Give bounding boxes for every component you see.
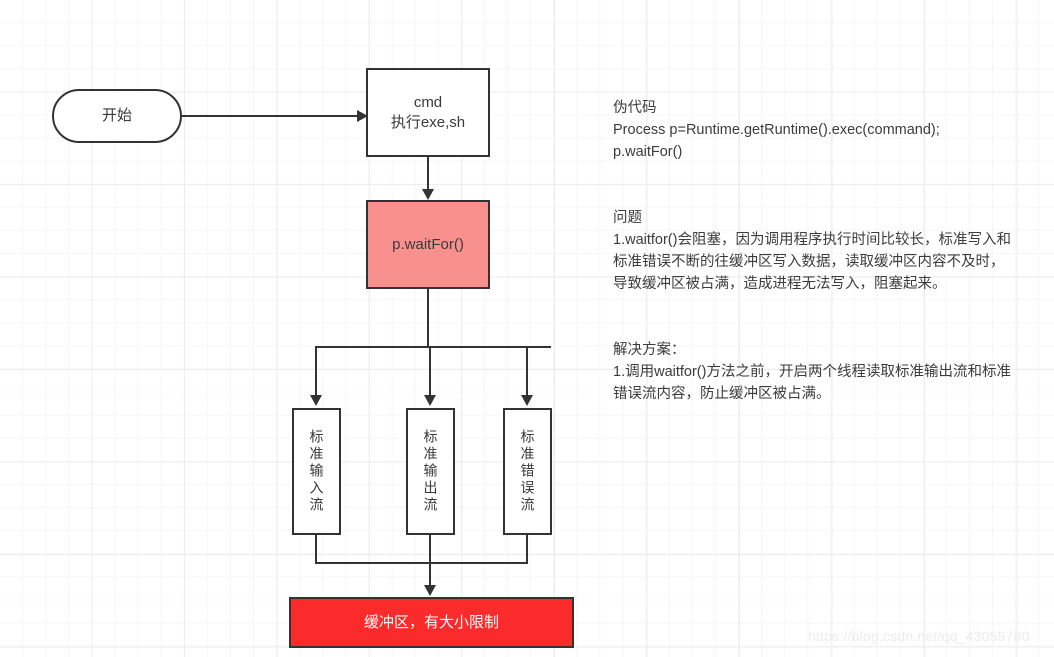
node-cmd[interactable]: cmd 执行exe,sh <box>366 68 490 157</box>
node-stream-stdin-label: 标准输入流 <box>308 429 325 514</box>
note-solution-heading: 解决方案： <box>613 342 686 359</box>
annotation-panel: 伪代码 Process p=Runtime.getRuntime().exec(… <box>613 97 1013 405</box>
arrowhead-stderr-in <box>521 395 533 406</box>
edge-bus-to-stderr <box>526 346 528 397</box>
node-start-label: 开始 <box>101 107 132 125</box>
node-cmd-line2: 执行exe,sh <box>390 113 466 131</box>
edge-bus-to-stdout <box>429 346 431 397</box>
watermark: https://blog.csdn.net/qq_43059780 <box>808 628 1030 644</box>
node-buffer[interactable]: 缓冲区，有大小限制 <box>289 597 574 648</box>
edge-cmd-to-wait <box>427 157 429 191</box>
note-pseudocode-line2: p.waitFor() <box>613 144 683 161</box>
node-wait-for[interactable]: p.waitFor() <box>366 200 490 289</box>
note-problem-heading: 问题 <box>613 210 642 227</box>
arrowhead-wait-in <box>422 189 434 200</box>
edge-branch-bus <box>315 346 551 348</box>
edge-merge-bus <box>315 562 528 564</box>
arrowhead-cmd-in <box>357 110 368 122</box>
edge-stdout-to-buffer <box>429 534 431 586</box>
node-stream-stdout-label: 标准输出流 <box>422 429 439 514</box>
edge-stderr-to-merge <box>526 534 528 564</box>
node-stream-stdin[interactable]: 标准输入流 <box>292 408 341 535</box>
note-solution-body: 1.调用waitfor()方法之前，开启两个线程读取标准输出流和标准错误流内容，… <box>613 364 1011 403</box>
node-cmd-line1: cmd <box>413 93 443 111</box>
node-stream-stdout[interactable]: 标准输出流 <box>406 408 455 535</box>
node-cmd-text: cmd 执行exe,sh <box>391 93 465 133</box>
note-solution: 解决方案： 1.调用waitfor()方法之前，开启两个线程读取标准输出流和标准… <box>613 339 1013 405</box>
note-problem: 问题 1.waitfor()会阻塞，因为调用程序执行时间比较长，标准写入和标准错… <box>613 207 1013 295</box>
edge-start-to-cmd <box>182 115 360 117</box>
note-pseudocode-heading: 伪代码 <box>613 100 657 116</box>
node-stream-stderr[interactable]: 标准错误流 <box>503 408 552 535</box>
note-pseudocode-line1: Process p=Runtime.getRuntime().exec(comm… <box>613 122 940 139</box>
arrowhead-stdout-in <box>424 395 436 406</box>
node-buffer-label: 缓冲区，有大小限制 <box>363 613 499 631</box>
arrowhead-stdin-in <box>310 395 322 406</box>
arrowhead-buffer-in <box>424 585 436 596</box>
edge-wait-to-bus <box>427 289 429 347</box>
node-stream-stderr-label: 标准错误流 <box>519 429 536 514</box>
edge-bus-to-stdin <box>315 346 317 397</box>
node-start[interactable]: 开始 <box>52 89 182 143</box>
edge-stdin-to-merge <box>315 534 317 564</box>
note-pseudocode: 伪代码 Process p=Runtime.getRuntime().exec(… <box>613 97 1013 163</box>
node-wait-for-label: p.waitFor() <box>392 235 464 253</box>
note-problem-body: 1.waitfor()会阻塞，因为调用程序执行时间比较长，标准写入和标准错误不断… <box>613 232 1011 293</box>
